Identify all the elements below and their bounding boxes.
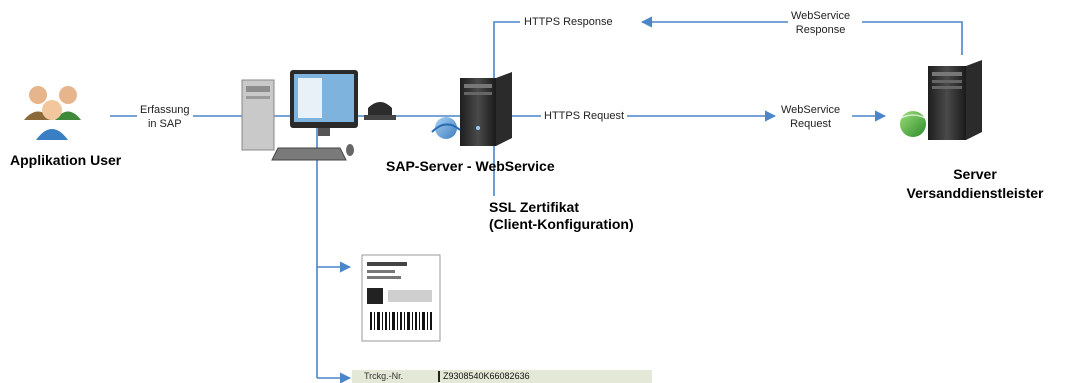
- ws-request-line1: WebService: [781, 104, 841, 116]
- shipping-server-icon: [928, 60, 982, 140]
- server-line2: Versanddienstleister: [906, 185, 1044, 201]
- tracking-bar: [352, 370, 652, 383]
- tracking-value-marker: [438, 371, 440, 382]
- erfassung-line1: Erfassung: [140, 104, 190, 116]
- ws-request-line2: Request: [790, 118, 832, 130]
- ssl-line1: SSL Zertifikat: [489, 199, 579, 215]
- tracking-label: Trckg.-Nr.: [364, 371, 404, 381]
- ws-request-label: WebService Request: [778, 103, 844, 131]
- https-request-label: HTTPS Request: [541, 109, 628, 123]
- shipping-label-icon: [361, 254, 441, 342]
- server-label: Server Versanddienstleister: [880, 165, 1070, 203]
- scanner-icon: [364, 102, 396, 120]
- sap-server-label: SAP-Server - WebService: [386, 158, 555, 174]
- sap-server-icon: [460, 72, 512, 146]
- applikation-user-label: Applikation User: [10, 152, 122, 168]
- https-response-label: HTTPS Response: [521, 15, 616, 29]
- erfassung-label: Erfassung in SAP: [137, 103, 193, 131]
- erfassung-line2: in SAP: [147, 118, 182, 130]
- ws-response-line2: Response: [795, 24, 846, 36]
- tracking-number: Z9308540K66082636: [443, 371, 530, 381]
- workstation-icon: [241, 70, 358, 161]
- ssl-label: SSL Zertifikat (Client-Konfiguration): [489, 199, 634, 233]
- ws-response-line1: WebService: [791, 10, 851, 22]
- server-line1: Server: [953, 166, 997, 182]
- connector-ws-response: [862, 21, 963, 55]
- ssl-line2: (Client-Konfiguration): [489, 216, 634, 232]
- globe-icon-sap: [431, 117, 461, 139]
- ws-response-label: WebService Response: [788, 9, 854, 37]
- users-icon: [24, 86, 81, 140]
- globe-icon-shipping: [900, 111, 926, 137]
